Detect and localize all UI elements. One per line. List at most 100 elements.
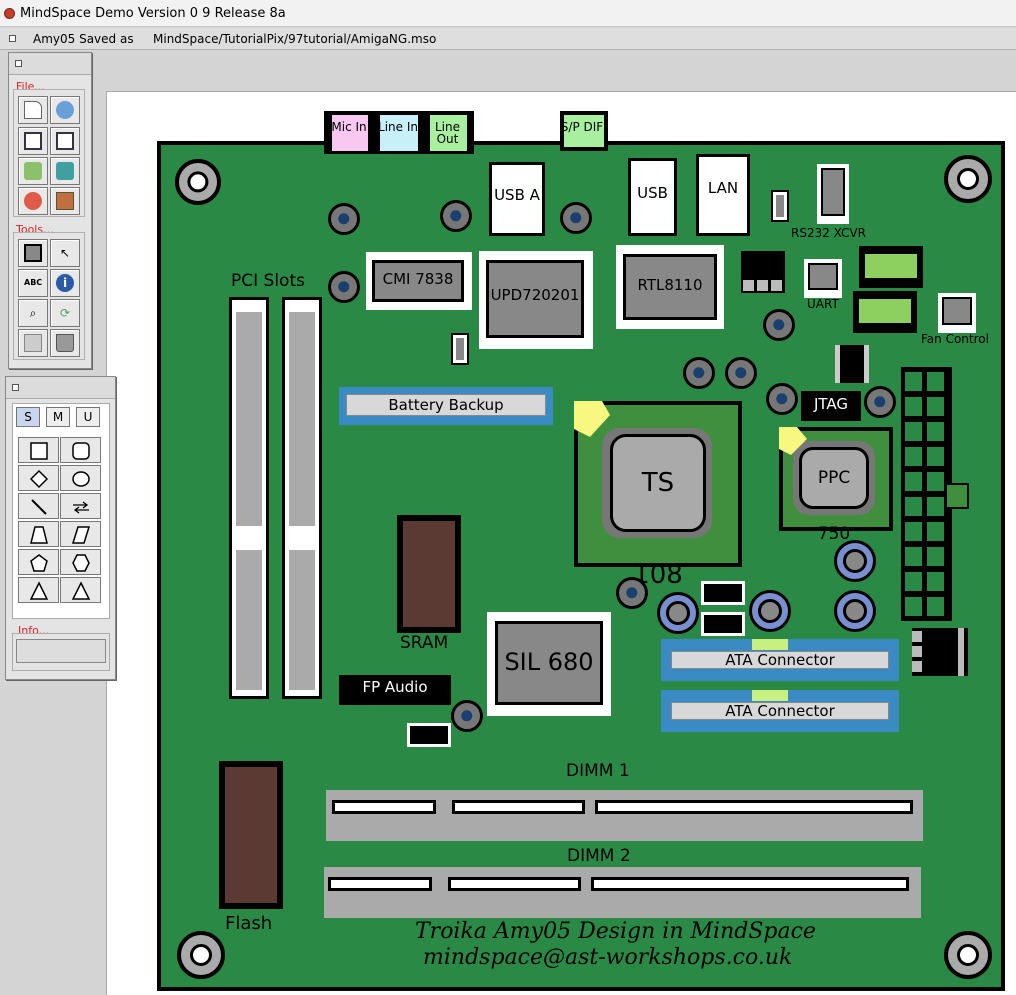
tab-m[interactable]: M (46, 407, 70, 427)
group-icon (24, 244, 42, 262)
save-button[interactable] (18, 127, 48, 155)
pci-slot-1[interactable] (229, 297, 269, 699)
sil680-label: SIL 680 (504, 648, 594, 676)
jtag-label: JTAG (813, 395, 849, 413)
info-group (12, 633, 110, 671)
atx-power-header[interactable] (901, 367, 952, 621)
fp-audio-header[interactable]: FP Audio (339, 675, 451, 705)
ellipse-tool[interactable] (60, 465, 101, 491)
open-button[interactable] (50, 96, 80, 124)
power-header-latch (945, 483, 969, 509)
fp-audio-label: FP Audio (362, 678, 428, 696)
ppc750-package[interactable]: PPC 750 (779, 427, 893, 544)
ata-connector-1[interactable]: ATA Connector (661, 639, 899, 681)
screw (328, 203, 360, 235)
parallelogram-icon (71, 526, 91, 544)
rounded-rectangle-tool[interactable] (60, 437, 101, 463)
transistor (835, 345, 869, 383)
app-icon[interactable] (4, 8, 15, 19)
mic-in-jack[interactable]: Mic In (328, 111, 372, 151)
rectangle-tool[interactable] (18, 437, 59, 463)
rtl-chip[interactable]: RTL8110 (623, 254, 717, 320)
pci-slot-2[interactable] (282, 297, 322, 699)
upd-label: UPD720201 (490, 286, 580, 304)
line-out-jack[interactable]: Line Out (426, 111, 471, 151)
palette-menu-icon[interactable] (12, 384, 19, 391)
capacitor (834, 590, 876, 632)
sram-chip[interactable] (397, 515, 461, 633)
ts108-label: TS 108 (610, 434, 706, 590)
uart-chip[interactable] (804, 259, 842, 298)
motherboard[interactable]: Mic In Line In Line Out S/P DIF USB A US… (157, 111, 1005, 991)
rs232-chip[interactable] (817, 164, 849, 224)
upd-chip[interactable]: UPD720201 (486, 260, 584, 338)
group-button[interactable] (18, 239, 48, 267)
ata-connector-2[interactable]: ATA Connector (661, 690, 899, 732)
line-in-jack[interactable]: Line In (376, 111, 422, 151)
battery-backup-label: Battery Backup (346, 394, 546, 416)
import-button[interactable] (18, 157, 48, 185)
palette-menu-icon[interactable] (15, 60, 22, 67)
triangle-tool[interactable] (18, 577, 59, 603)
jtag-header[interactable]: JTAG (801, 391, 861, 421)
save-as-button[interactable] (50, 127, 80, 155)
info-button[interactable]: i (50, 269, 80, 297)
refresh-button[interactable]: ⟳ (50, 299, 80, 327)
dimm1-label: DIMM 1 (566, 761, 630, 781)
diamond-tool[interactable] (18, 465, 59, 491)
pointer-button[interactable]: ↖ (50, 239, 80, 267)
dimm-slot-2[interactable] (324, 867, 921, 918)
usb-a-port[interactable]: USB A (489, 162, 545, 236)
stop-button[interactable] (18, 187, 48, 215)
trapezoid-tool[interactable] (18, 521, 59, 547)
spdif-jack[interactable]: S/P DIF (560, 111, 608, 151)
sil680-frame: SIL 680 (487, 612, 611, 716)
parallelogram-tool[interactable] (60, 521, 101, 547)
mounting-hole[interactable] (175, 159, 221, 205)
window-menu-icon[interactable] (9, 35, 16, 42)
trash-button[interactable] (50, 329, 80, 357)
small-component (771, 190, 789, 222)
pentagon-tool[interactable] (18, 549, 59, 575)
pci-slots-label: PCI Slots (231, 271, 305, 291)
palette-header[interactable] (6, 377, 115, 399)
usb-b-port[interactable]: USB B (628, 158, 677, 236)
zoom-icon: ⌕ (29, 306, 37, 320)
mounting-hole[interactable] (177, 931, 225, 979)
cmi-chip-frame: CMI 7838 (366, 252, 472, 310)
info-field[interactable] (16, 639, 106, 663)
fan-control-chip[interactable] (938, 293, 976, 333)
sil680-chip[interactable]: SIL 680 (495, 621, 603, 705)
mounting-hole[interactable] (944, 155, 992, 203)
rs232-label: RS232 XCVR (791, 226, 866, 240)
print-button[interactable] (50, 187, 80, 215)
flash-label: Flash (225, 913, 273, 934)
lan-port[interactable]: LAN (696, 154, 750, 236)
smd-component (701, 581, 745, 605)
flash-chip[interactable] (219, 761, 283, 909)
new-button[interactable] (18, 96, 48, 124)
tab-u[interactable]: U (76, 407, 100, 427)
triangle-outline-tool[interactable] (60, 577, 101, 603)
usb-a-label: USB A (494, 186, 540, 204)
mounting-hole[interactable] (944, 931, 992, 979)
screw (683, 357, 715, 389)
zoom-button[interactable]: ⌕ (18, 299, 48, 327)
ts108-package[interactable]: TS 108 (574, 401, 742, 590)
screw (560, 202, 592, 234)
export-button[interactable] (50, 157, 80, 185)
power-connector[interactable] (853, 291, 917, 333)
layer-button[interactable] (18, 329, 48, 357)
power-connector[interactable] (859, 246, 923, 288)
line-out-label: Line Out (434, 120, 460, 145)
tab-s[interactable]: S (16, 407, 40, 427)
ata-connector-1-label: ATA Connector (671, 651, 889, 669)
dimm-slot-1[interactable] (326, 790, 923, 841)
hexagon-tool[interactable] (60, 549, 101, 575)
palette-header[interactable] (9, 53, 91, 75)
cmi-chip[interactable]: CMI 7838 (372, 260, 464, 302)
text-button[interactable]: ABC (18, 269, 48, 297)
connector-tool[interactable] (60, 493, 101, 519)
line-tool[interactable] (18, 493, 59, 519)
battery-backup[interactable]: Battery Backup (339, 387, 553, 425)
